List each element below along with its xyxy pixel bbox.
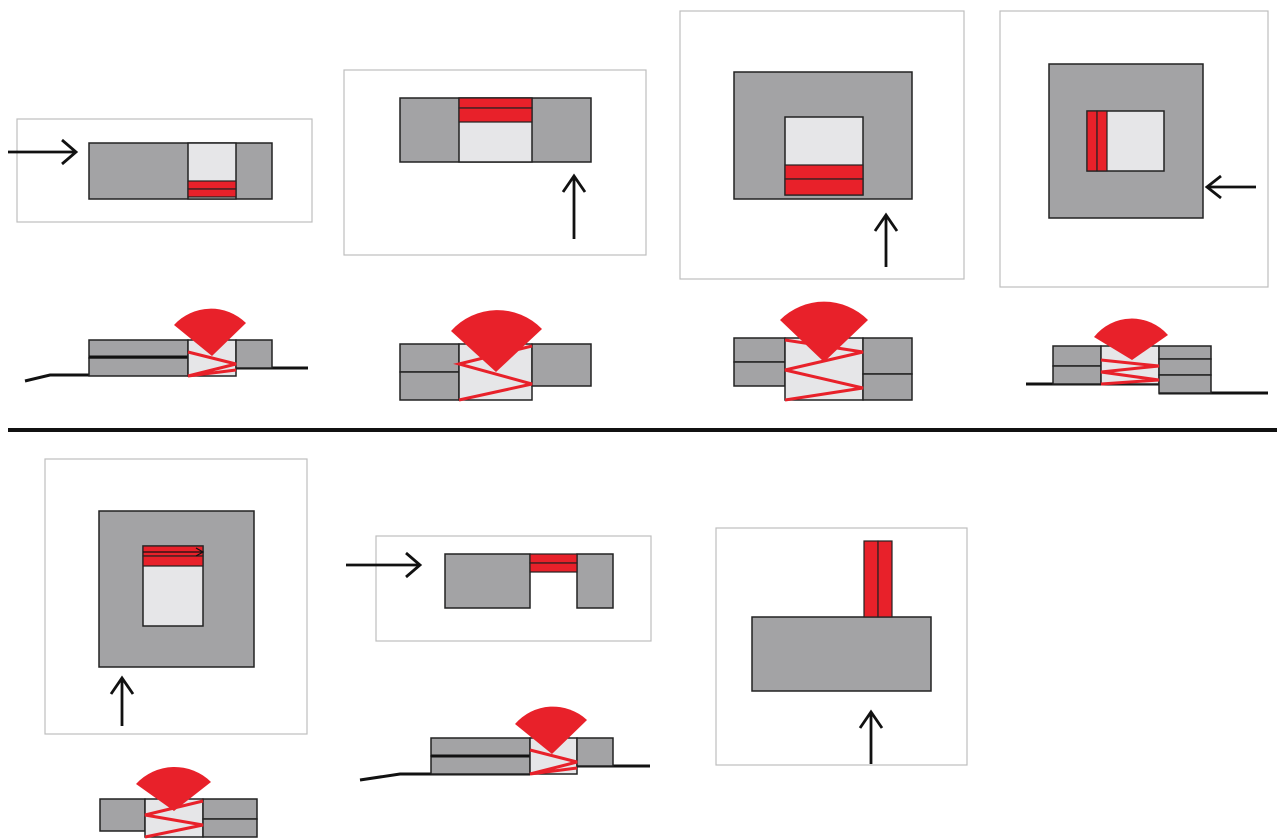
panel-2-section [399,310,592,402]
panel-4-plan [999,10,1269,288]
panel-5-section [99,766,258,839]
swing-wedge-icon [451,310,542,372]
panel-6-plan [346,535,652,642]
panel-5-plan [44,458,308,735]
arrow-up-icon [109,675,135,726]
panel-1-section [24,308,308,383]
arrow-right-icon [346,551,423,579]
arrow-right-icon [8,138,79,166]
swing-wedge-icon [780,301,868,362]
panel-1-plan [8,118,313,223]
panel-6-section [359,706,650,782]
arrow-up-icon [858,709,884,764]
arrow-left-icon [1204,174,1256,200]
swing-wedge-icon [515,706,587,754]
panel-3-plan [679,10,965,280]
arrow-up-icon [561,173,587,239]
zigzag-spring-icon [1100,358,1160,386]
zigzag-spring-icon [529,748,578,776]
swing-wedge-icon [1094,318,1168,360]
swing-wedge-icon [136,766,211,811]
panel-3-section [733,301,913,402]
panel-4-section [1026,318,1268,395]
arrow-up-icon [873,212,899,267]
arrow-right-icon [143,547,205,557]
panel-2-plan [343,69,647,256]
swing-wedge-icon [174,308,246,356]
zigzag-spring-icon [187,350,237,378]
panel-7-plan [715,527,968,766]
